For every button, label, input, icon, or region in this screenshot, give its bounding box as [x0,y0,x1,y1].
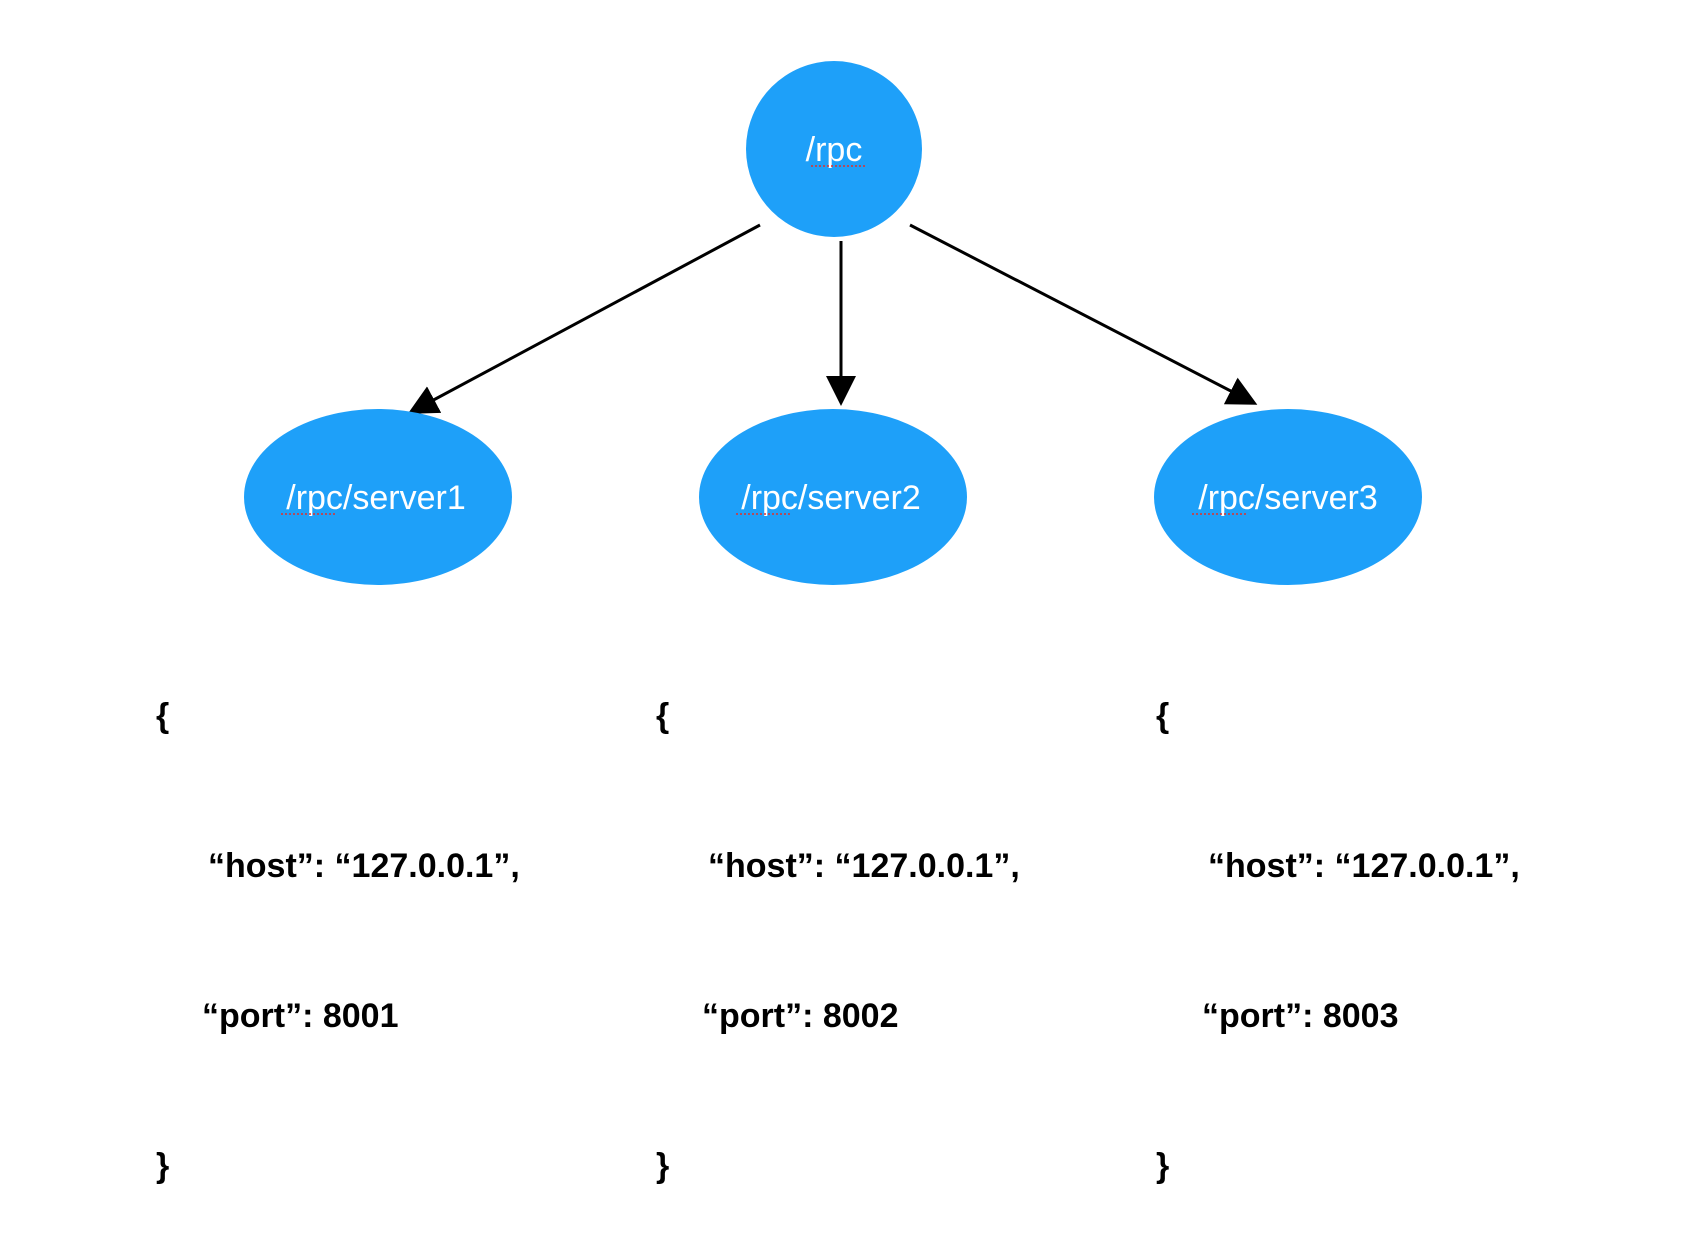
json-block-server2: { “host”: “127.0.0.1”, “port”: 8002 } [656,591,1020,1241]
node-server2-label: /rpc/server2 [741,479,921,517]
json-block-server1: { “host”: “127.0.0.1”, “port”: 8001 } [156,591,520,1241]
edge-root-to-server1 [407,223,761,414]
edge-root-to-server3 [909,223,1258,405]
node-server3: /rpc/server3 [1154,409,1422,585]
json-host-line: “host”: “127.0.0.1”, [1208,847,1520,885]
node-server2: /rpc/server2 [699,409,967,585]
tree-diagram: /rpc /rpc/server1 /rpc/server2 /rpc/serv… [244,61,1422,585]
json-port-line: “port”: 8001 [202,997,399,1035]
json-open-brace: { [156,697,170,735]
node-root-shape [746,61,922,237]
json-open-brace: { [1156,697,1170,735]
json-port-line: “port”: 8002 [702,997,899,1035]
json-host-line: “host”: “127.0.0.1”, [208,847,520,885]
json-open-brace: { [656,697,670,735]
node-root-label: /rpc [806,131,863,169]
json-block-server3: { “host”: “127.0.0.1”, “port”: 8003 } [1156,591,1520,1241]
node-root: /rpc [746,61,922,237]
json-close-brace: } [656,1147,670,1185]
node-server1-shape [244,409,512,585]
json-close-brace: } [1156,1147,1170,1185]
json-close-brace: } [156,1147,170,1185]
node-server1: /rpc/server1 [244,409,512,585]
node-server3-label: /rpc/server3 [1198,479,1378,517]
node-server1-label: /rpc/server1 [286,479,466,517]
json-port-line: “port”: 8003 [1202,997,1399,1035]
json-host-line: “host”: “127.0.0.1”, [708,847,1020,885]
node-server2-shape [699,409,967,585]
node-server3-shape [1154,409,1422,585]
